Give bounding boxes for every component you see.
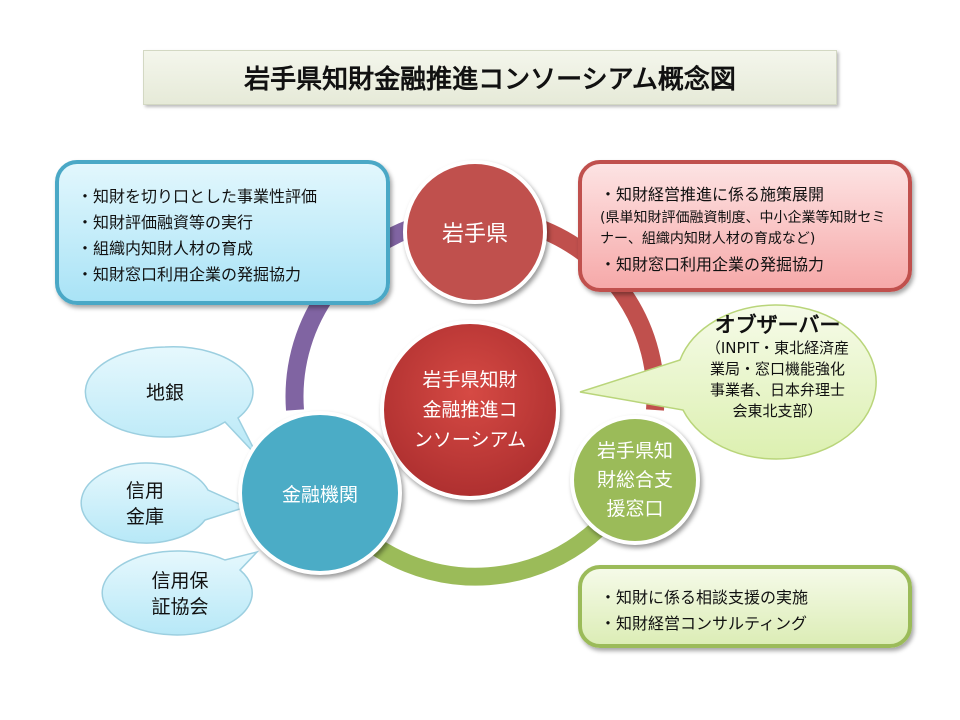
support-center-circle: 岩手県知財総合支援窓口 bbox=[570, 415, 700, 545]
bubble-chigin-label: 地銀 bbox=[125, 378, 205, 405]
circle-label: 岩手県知財 bbox=[414, 365, 526, 395]
list-item: ・知財窓口利用企業の発掘協力 bbox=[600, 252, 890, 278]
list-item: ・知財を切り口とした事業性評価 bbox=[77, 184, 368, 210]
circle-label: ンソーシアム bbox=[414, 425, 526, 455]
list-item: ・知財評価融資等の実行 bbox=[77, 210, 368, 236]
circle-label: 援窓口 bbox=[597, 495, 673, 524]
observer-members: （INPIT・東北経済産業局・窓口機能強化事業者、日本弁理士会東北支部） bbox=[690, 338, 865, 422]
bubble-text: 信用保 bbox=[130, 568, 230, 594]
prefecture-role-box: ・知財経営推進に係る施策展開 (県単知財評価融資制度、中小企業等知財セミナー、組… bbox=[578, 160, 912, 292]
bubble-text: 証協会 bbox=[130, 594, 230, 620]
consortium-circle: 岩手県知財金融推進コンソーシアム bbox=[380, 320, 560, 500]
finance-role-box: ・知財を切り口とした事業性評価 ・知財評価融資等の実行 ・組織内知財人材の育成 … bbox=[55, 160, 390, 305]
circle-label: 財総合支 bbox=[597, 466, 673, 495]
list-item: ・知財窓口利用企業の発掘協力 bbox=[77, 262, 368, 288]
list-item: ・知財経営コンサルティング bbox=[600, 611, 890, 637]
observer-heading: オブザーバー bbox=[690, 312, 865, 338]
bubble-text: 金庫 bbox=[105, 504, 185, 530]
circle-label: 金融機関 bbox=[282, 480, 358, 507]
list-item: ・知財に係る相談支援の実施 bbox=[600, 585, 890, 611]
bubble-hosho-label: 信用保証協会 bbox=[130, 568, 230, 620]
support-role-box: ・知財に係る相談支援の実施 ・知財経営コンサルティング bbox=[578, 565, 912, 648]
list-note: (県単知財評価融資制度、中小企業等知財セミナー、組織内知財人材の育成など) bbox=[600, 208, 890, 250]
iwate-prefecture-circle: 岩手県 bbox=[403, 160, 547, 304]
circle-label: 金融推進コ bbox=[414, 395, 526, 425]
financial-institutions-circle: 金融機関 bbox=[238, 411, 402, 575]
bubble-shinkin-label: 信用金庫 bbox=[105, 478, 185, 530]
bubble-text: 信用 bbox=[105, 478, 185, 504]
list-item: ・組織内知財人材の育成 bbox=[77, 236, 368, 262]
page-title: 岩手県知財金融推進コンソーシアム概念図 bbox=[143, 50, 837, 105]
observer-text: オブザーバー （INPIT・東北経済産業局・窓口機能強化事業者、日本弁理士会東北… bbox=[690, 312, 865, 422]
circle-label: 岩手県知 bbox=[597, 437, 673, 466]
circle-label: 岩手県 bbox=[442, 216, 508, 248]
list-item: ・知財経営推進に係る施策展開 bbox=[600, 182, 890, 208]
